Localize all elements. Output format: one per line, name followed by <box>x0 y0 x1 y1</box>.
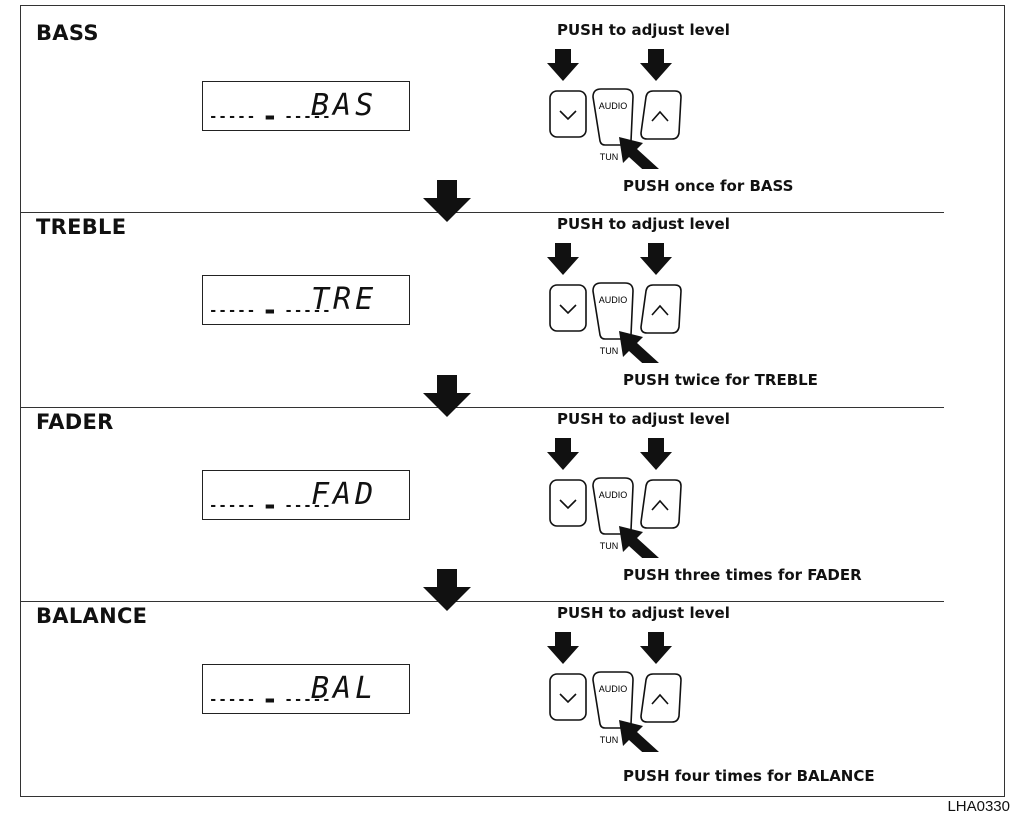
section-divider <box>20 407 944 408</box>
push-adjust-label: PUSH to adjust level <box>557 215 730 233</box>
section-fader: FADER ----- ▬ ----- FAD PUSH to adjust l… <box>20 394 1005 590</box>
audio-label: AUDIO <box>599 684 628 694</box>
tun-label: TUN <box>600 541 619 551</box>
figure-code: LHA0330 <box>947 798 1010 815</box>
audio-label: AUDIO <box>599 101 628 111</box>
pointer-arrow-icon <box>619 526 659 558</box>
up-button <box>640 479 682 529</box>
audio-label: AUDIO <box>599 490 628 500</box>
up-button <box>640 284 682 334</box>
chevron-up-icon <box>651 499 669 511</box>
button-cluster: AUDIO TUN <box>547 49 692 169</box>
section-title: BASS <box>36 21 99 45</box>
down-arrow-icon <box>640 49 672 81</box>
down-arrow-icon <box>640 438 672 470</box>
section-divider <box>20 601 944 602</box>
push-count-label: PUSH four times for BALANCE <box>623 767 875 785</box>
chevron-up-icon <box>651 110 669 122</box>
section-treble: TREBLE ----- ▬ ----- TRE PUSH to adjust … <box>20 199 1005 395</box>
level-indicator: ----- ▬ ----- <box>209 692 332 708</box>
push-adjust-label: PUSH to adjust level <box>557 410 730 428</box>
tun-label: TUN <box>600 735 619 745</box>
down-arrow-icon <box>423 375 471 417</box>
down-arrow-icon <box>547 49 579 81</box>
down-button <box>549 90 587 138</box>
down-arrow-icon <box>547 632 579 664</box>
chevron-down-icon <box>559 304 577 315</box>
push-count-label: PUSH three times for FADER <box>623 566 862 584</box>
tun-label: TUN <box>600 346 619 356</box>
section-title: TREBLE <box>36 215 127 239</box>
push-adjust-label: PUSH to adjust level <box>557 604 730 622</box>
audio-button <box>592 282 634 340</box>
down-button <box>549 284 587 332</box>
level-indicator: ----- ▬ ----- <box>209 498 332 514</box>
audio-button <box>592 477 634 535</box>
section-title: FADER <box>36 410 114 434</box>
down-arrow-icon <box>640 632 672 664</box>
lcd-display: ----- ▬ ----- FAD <box>202 470 410 520</box>
button-cluster: AUDIO TUN <box>547 438 692 558</box>
chevron-up-icon <box>651 693 669 705</box>
level-indicator: ----- ▬ ----- <box>209 109 332 125</box>
tun-label: TUN <box>600 152 619 162</box>
button-group: AUDIO TUN <box>547 243 682 363</box>
lcd-display: ----- ▬ ----- TRE <box>202 275 410 325</box>
pointer-arrow-icon <box>619 137 659 169</box>
lcd-display: ----- ▬ ----- BAS <box>202 81 410 131</box>
diagram-frame <box>20 5 1005 797</box>
push-count-label: PUSH once for BASS <box>623 177 794 195</box>
push-count-label: PUSH twice for TREBLE <box>623 371 818 389</box>
section-title: BALANCE <box>36 604 148 628</box>
display-text: BAL <box>311 671 378 706</box>
down-arrow-icon <box>423 180 471 222</box>
display-text: FAD <box>311 477 378 512</box>
up-button <box>640 673 682 723</box>
up-button <box>640 90 682 140</box>
down-arrow-icon <box>547 243 579 275</box>
chevron-down-icon <box>559 110 577 121</box>
down-button <box>549 479 587 527</box>
down-button <box>549 673 587 721</box>
down-arrow-icon <box>423 569 471 611</box>
audio-button <box>592 88 634 146</box>
section-divider <box>20 212 944 213</box>
button-group: AUDIO TUN <box>547 632 682 752</box>
button-cluster: AUDIO TUN <box>547 632 692 752</box>
pointer-arrow-icon <box>619 720 659 752</box>
lcd-display: ----- ▬ ----- BAL <box>202 664 410 714</box>
section-balance: BALANCE ----- ▬ ----- BAL PUSH to adjust… <box>20 588 1005 785</box>
push-adjust-label: PUSH to adjust level <box>557 21 730 39</box>
pointer-arrow-icon <box>619 331 659 363</box>
section-bass: BASS ----- ▬ ----- BAS PUSH to adjust le… <box>20 5 1005 201</box>
chevron-up-icon <box>651 304 669 316</box>
down-arrow-icon <box>640 243 672 275</box>
display-text: TRE <box>311 282 378 317</box>
button-group: AUDIO TUN <box>547 438 682 558</box>
level-indicator: ----- ▬ ----- <box>209 303 332 319</box>
chevron-down-icon <box>559 693 577 704</box>
audio-label: AUDIO <box>599 295 628 305</box>
audio-button <box>592 671 634 729</box>
button-cluster: AUDIO TUN <box>547 243 692 363</box>
chevron-down-icon <box>559 499 577 510</box>
display-text: BAS <box>311 88 378 123</box>
button-group: AUDIO TUN <box>547 49 682 169</box>
down-arrow-icon <box>547 438 579 470</box>
